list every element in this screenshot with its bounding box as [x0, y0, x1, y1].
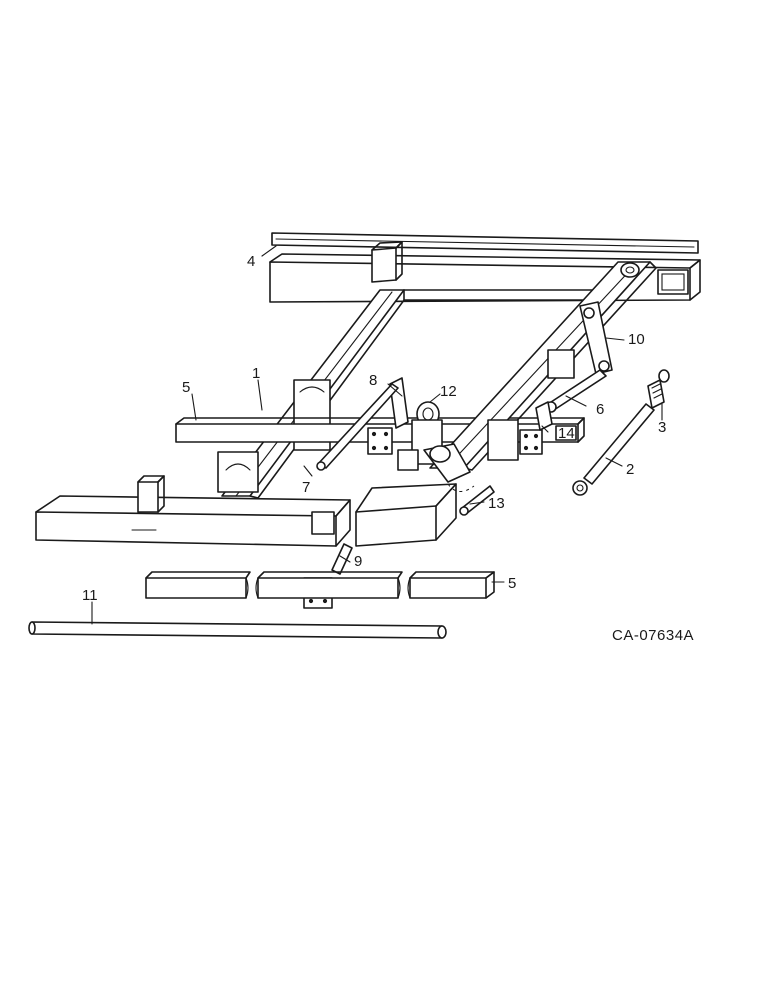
top-bar-part-4: [271, 232, 699, 254]
callout-13: 13: [488, 495, 505, 512]
turnbuckle-part-3: [647, 369, 670, 409]
callout-3: 3: [658, 419, 666, 436]
callout-5-upper: 5: [182, 379, 190, 396]
mount-block-rear: [371, 241, 403, 283]
callout-10: 10: [628, 331, 645, 348]
callout-14: 14: [558, 425, 575, 442]
callout-1: 1: [252, 365, 260, 382]
callout-labels: 4 1 5 8 12 10 6 3 14 2 7 13 9 5 11: [82, 253, 666, 604]
mount-plate-part-14: [487, 401, 553, 461]
arm-part-7: [316, 383, 399, 471]
front-hitch-tube: [355, 443, 475, 547]
callout-5-lower: 5: [508, 575, 516, 592]
front-left-cross-tube: [35, 495, 351, 547]
shaft-part-11: [28, 621, 447, 639]
pivot-part-12: [397, 401, 443, 471]
callout-2: 2: [626, 461, 634, 478]
callout-9: 9: [354, 553, 362, 570]
pin-part-13: [459, 485, 495, 516]
callout-6: 6: [596, 401, 604, 418]
lift-link-part-10: [547, 301, 613, 379]
drawing-code: CA-07634A: [612, 627, 694, 644]
callout-7: 7: [302, 479, 310, 496]
leader-lines: [91, 245, 663, 625]
rod-part-2: [572, 403, 655, 496]
cross-tube-part-5-lower: [145, 571, 495, 599]
main-frame-part-1: [221, 289, 621, 499]
callout-11: 11: [82, 587, 98, 604]
callout-8: 8: [369, 372, 377, 389]
callout-12: 12: [440, 383, 457, 400]
mount-block-front: [137, 475, 165, 513]
callout-4: 4: [247, 253, 255, 270]
